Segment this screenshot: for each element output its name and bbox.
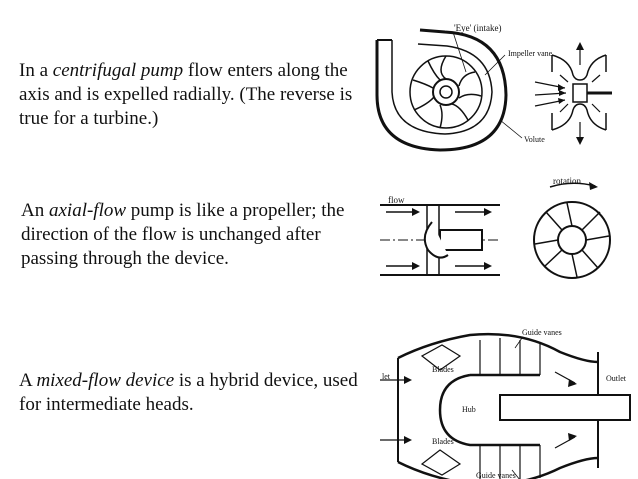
rotation-label: rotation: [553, 176, 581, 186]
axial-description: An axial-flow pump is like a propeller; …: [21, 200, 345, 269]
guide-vanes-bottom-label: Guide vanes: [476, 471, 516, 479]
impeller-vane-label: Impeller vane: [508, 49, 553, 58]
eye-intake-label: 'Eye' (intake): [454, 23, 501, 33]
guide-vanes-top-label: Guide vanes: [522, 328, 562, 337]
mixed-description: A mixed-flow device is a hybrid device, …: [19, 370, 358, 415]
hub-label: Hub: [462, 405, 476, 414]
blades-top-label: Blades: [432, 365, 454, 374]
inlet-label: let: [382, 372, 391, 381]
flow-label: flow: [388, 195, 405, 205]
volute-label: Volute: [524, 135, 545, 144]
outlet-label: Outlet: [606, 374, 627, 383]
centrifugal-description: In a centrifugal pump flow enters along …: [19, 60, 353, 129]
blades-bottom-label: Blades: [432, 437, 454, 446]
